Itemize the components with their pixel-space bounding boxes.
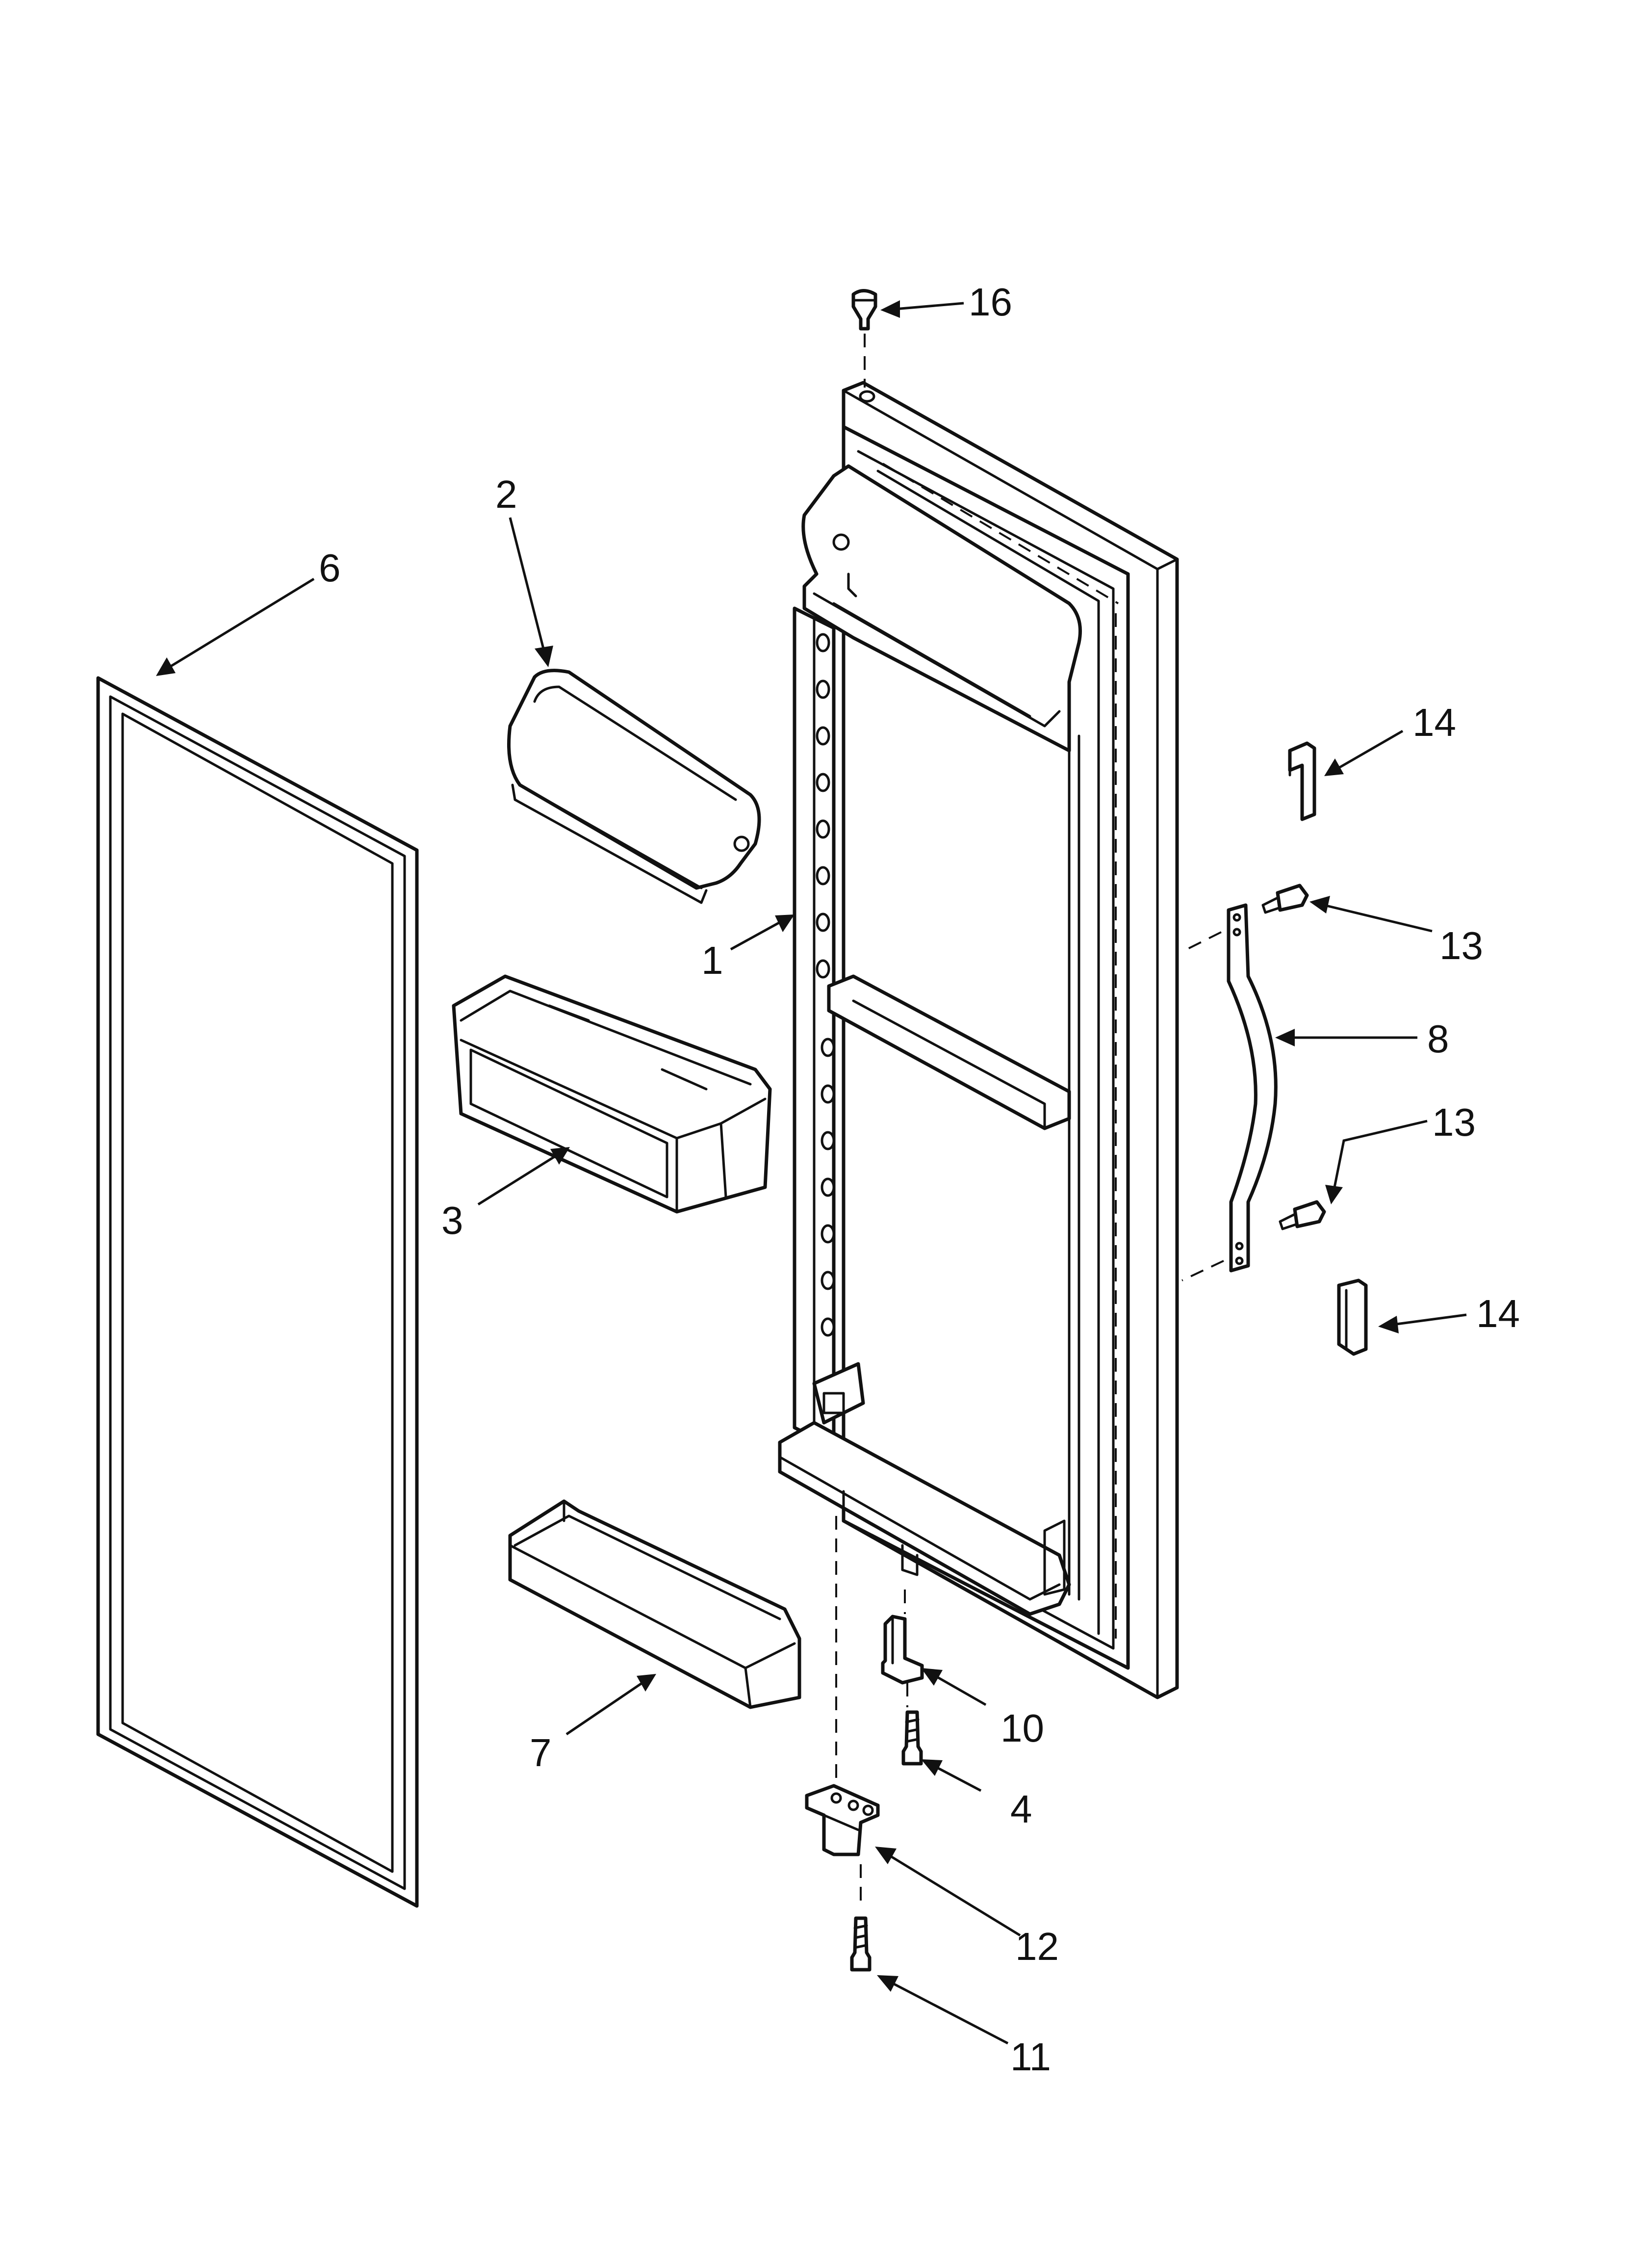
door-assembly-part (778, 381, 1179, 1699)
hinge-pin-bracket-part (881, 1590, 924, 1707)
dairy-compartment-part (507, 669, 761, 904)
door-gasket-part (96, 676, 419, 1908)
handle-cap-upper-part (1288, 741, 1316, 821)
door-bin-upper-part (452, 974, 772, 1214)
leader-lines (156, 300, 1467, 2045)
callout-13-upper: 13 (1439, 924, 1483, 967)
callout-13-lower: 13 (1432, 1100, 1476, 1144)
callout-4: 4 (1010, 1787, 1032, 1831)
handle-cap-lower-part (1337, 1278, 1368, 1356)
callout-8: 8 (1427, 1017, 1449, 1061)
handle-screw-lower-part (1279, 1200, 1326, 1230)
handle-screw-upper-part (1261, 884, 1309, 914)
door-bin-lower-part (508, 1499, 801, 1709)
callout-12: 12 (1015, 1925, 1059, 1968)
callout-14-lower: 14 (1476, 1292, 1520, 1335)
callout-7: 7 (530, 1731, 552, 1774)
door-top-hole (859, 390, 875, 403)
door-edge-marks (882, 463, 1119, 1639)
shelf-holes (816, 633, 835, 1337)
callout-2: 2 (495, 472, 517, 516)
door-handle-part (1181, 903, 1278, 1281)
lower-hinge-screw-part (850, 1916, 872, 1972)
callout-1: 1 (701, 938, 723, 982)
callout-16: 16 (969, 280, 1012, 324)
callout-labels: 16 2 6 1 3 7 14 13 8 13 14 10 4 12 11 (319, 280, 1520, 2079)
callout-6: 6 (319, 546, 341, 590)
callout-14-upper: 14 (1412, 701, 1456, 744)
top-plug-part (851, 289, 877, 388)
lower-hinge-part (805, 1516, 880, 1903)
hinge-screw-part (901, 1710, 923, 1766)
callout-10: 10 (1001, 1706, 1044, 1750)
callout-11: 11 (1010, 2035, 1051, 2079)
callout-3: 3 (441, 1199, 463, 1242)
